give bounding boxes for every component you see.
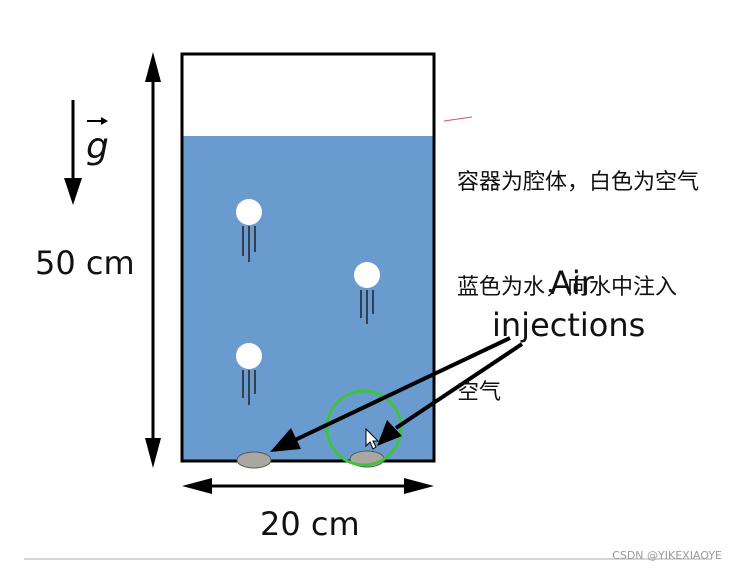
annotation-note: 容器为腔体，白色为空气 蓝色为水，向水中注入 空气	[457, 95, 699, 445]
air-injector-left	[236, 451, 272, 469]
height-dimension-arrow	[145, 52, 161, 468]
air-bubble	[236, 199, 262, 262]
air-injections-label-line2: injections	[492, 306, 645, 344]
note-pointer-line	[443, 116, 473, 122]
air-region	[182, 54, 434, 136]
air-injections-label-line1: Air	[550, 264, 595, 302]
note-line-2: 蓝色为水，向水中注入	[457, 275, 678, 300]
width-label: 20 cm	[260, 505, 360, 543]
gravity-arrow	[64, 100, 82, 205]
gravity-symbol: g	[86, 126, 109, 167]
note-line-3: 空气	[457, 380, 502, 405]
note-line-1: 容器为腔体，白色为空气	[457, 170, 700, 195]
container-outline	[180, 52, 436, 463]
watermark: CSDN @YIKEXIAOYE	[612, 549, 722, 562]
air-bubble	[354, 262, 380, 324]
pointer-arrow-left	[270, 336, 511, 452]
air-bubble	[236, 343, 262, 405]
gravity-vector-symbol: g	[86, 117, 109, 167]
width-dimension-arrow	[182, 478, 434, 494]
height-label: 50 cm	[35, 244, 135, 282]
water-region	[182, 136, 434, 461]
pointer-arrow-right	[377, 342, 524, 446]
mouse-cursor-icon	[365, 427, 380, 450]
highlight-circle	[325, 389, 403, 467]
